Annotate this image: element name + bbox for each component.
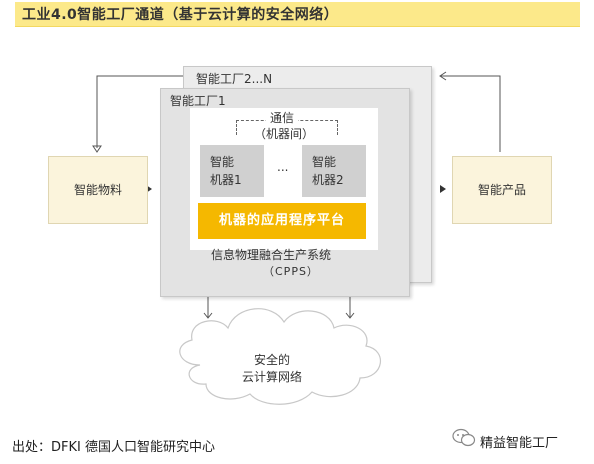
application-platform: 机器的应用程序平台: [198, 203, 366, 239]
down-arrowhead-right: [345, 312, 355, 319]
factory-1-label: 智能工厂1: [170, 94, 226, 108]
smart-materials-box: 智能物料: [48, 156, 148, 224]
diagram-title: 工业4.0智能工厂通道（基于云计算的安全网络）: [22, 7, 339, 23]
down-arrowhead-left: [203, 312, 213, 319]
machine-2-line1: 智能: [312, 155, 337, 169]
machine-1-line1: 智能: [210, 155, 235, 169]
arrowhead-down-left: [92, 145, 102, 153]
arrow-factory-to-products: [440, 185, 446, 193]
cloud-label-line2: 云计算网络: [242, 370, 303, 384]
machine-1-line2: 机器1: [210, 173, 242, 187]
factory-n-label: 智能工厂2...N: [196, 72, 273, 86]
machine-2-line2: 机器2: [312, 173, 344, 187]
title-bar: [15, 2, 580, 27]
arrowhead-left-right: [439, 71, 447, 81]
cloud-shape: [179, 308, 382, 405]
smart-machine-2: 智能 机器2: [302, 145, 366, 197]
arrow-to-materials: [96, 75, 183, 148]
source-caption: 出处：DFKI 德国人口智能研究中心: [12, 440, 215, 455]
cloud-label-line1: 安全的: [254, 353, 291, 367]
machines-ellipsis: ...: [277, 160, 289, 174]
smart-products-box: 智能产品: [452, 156, 552, 224]
cpps-label: 信息物理融合生产系统: [211, 248, 332, 262]
wechat-icon: [452, 428, 476, 447]
cpps-abbrev: （CPPS）: [263, 265, 319, 278]
smart-machine-1: 智能 机器1: [200, 145, 264, 197]
brand-name: 精益智能工厂: [480, 436, 559, 451]
communication-label: 通信: [266, 109, 299, 126]
arrow-from-products: [440, 75, 501, 152]
communication-sublabel: （机器间）: [254, 127, 315, 141]
